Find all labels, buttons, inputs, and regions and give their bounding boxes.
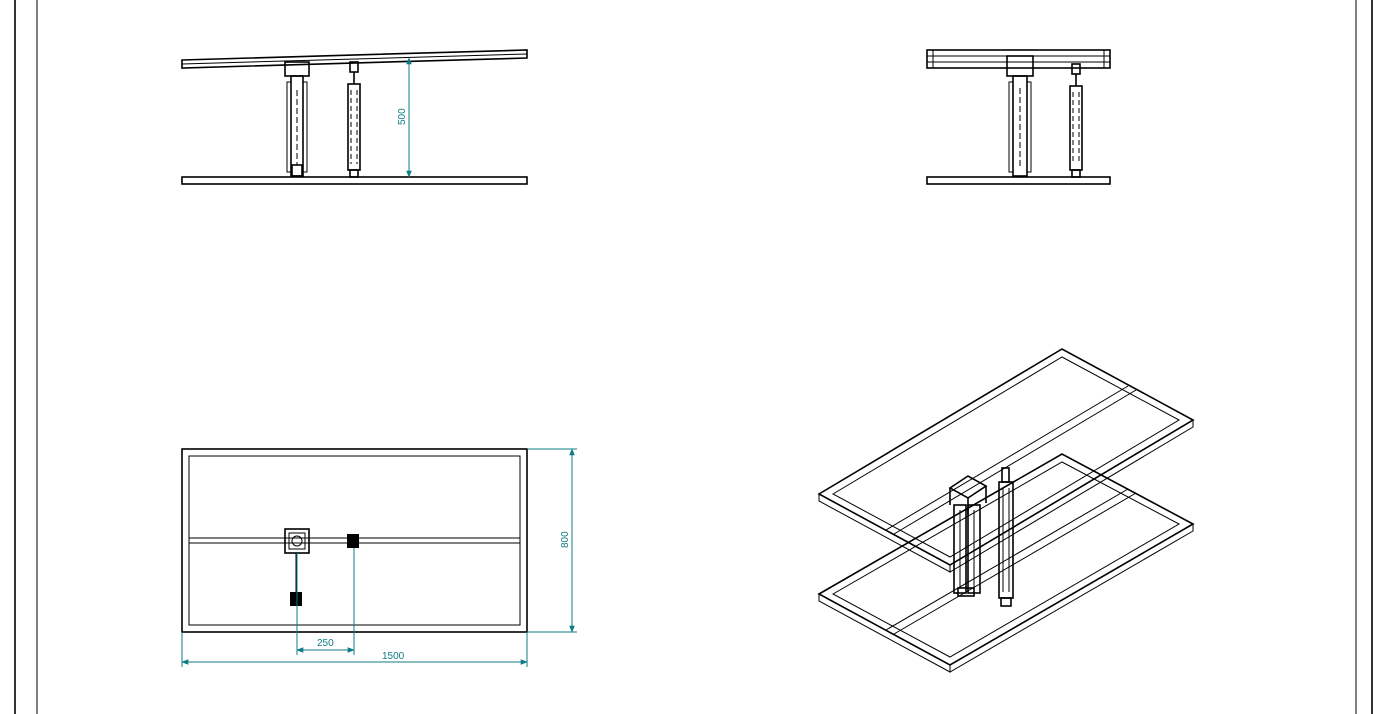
dimension-depth-label: 800: [560, 531, 571, 548]
dimension-depth-plan: 800: [527, 448, 577, 633]
plan-view: 800 250 1500: [181, 448, 577, 667]
actuator: [347, 61, 361, 178]
dimension-width-plan: 1500: [181, 632, 528, 667]
iso-lower-frame: [817, 453, 1195, 673]
dimension-offset-label: 250: [317, 638, 334, 649]
dimension-height-front: 500: [397, 57, 412, 178]
iso-actuator: [998, 467, 1014, 607]
side-view: [926, 49, 1111, 185]
plan-actuator: [290, 534, 359, 606]
sheet-border: [14, 0, 1373, 714]
dimension-offset-plan: 250: [296, 548, 355, 655]
dimension-height-label: 500: [397, 108, 408, 125]
side-main-column: [1006, 55, 1034, 177]
iso-upper-frame: [817, 348, 1195, 573]
isometric-view: [817, 348, 1195, 673]
iso-column: [948, 475, 988, 597]
dimension-width-label: 1500: [382, 651, 405, 662]
front-view: 500: [181, 49, 528, 185]
plan-column-head: [284, 528, 310, 554]
main-column: [284, 61, 310, 177]
side-actuator: [1069, 63, 1083, 178]
